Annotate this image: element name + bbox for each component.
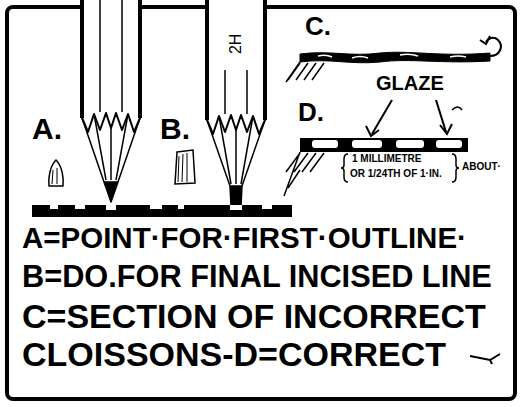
part-label: OR 1/24TH OF 1·IN. (350, 168, 442, 179)
pencil-a (82, 0, 140, 202)
fine-point-sample (49, 160, 63, 186)
part-label: C. (305, 12, 331, 41)
plate-surface (32, 205, 292, 217)
point-shading (52, 168, 57, 184)
part-label: B. (160, 112, 190, 145)
pencil-grade: 2H (227, 34, 245, 54)
part-label: ABOUT· (462, 161, 501, 172)
part-label: D. (298, 98, 324, 127)
key-line: A=POINT·FOR·FIRST·OUTLINE· (22, 222, 467, 254)
part-label: A. (32, 112, 62, 145)
key-line: C=SECTION OF INCORRECT (22, 298, 486, 335)
key-line: CLOISSONS-D=CORRECT (22, 336, 446, 373)
brace (341, 154, 459, 182)
part-label: 1 MILLIMETRE (352, 153, 421, 164)
point-shading (178, 153, 187, 182)
part-label: GLAZE (376, 72, 444, 94)
glaze-arrow (366, 100, 462, 136)
key-line: B=DO.FOR FINAL INCISED LINE (22, 260, 492, 294)
flourish (470, 354, 500, 364)
groove (50, 205, 272, 210)
chisel-point-sample (175, 150, 195, 184)
pencil-b (207, 0, 265, 206)
section-correct (284, 138, 468, 196)
